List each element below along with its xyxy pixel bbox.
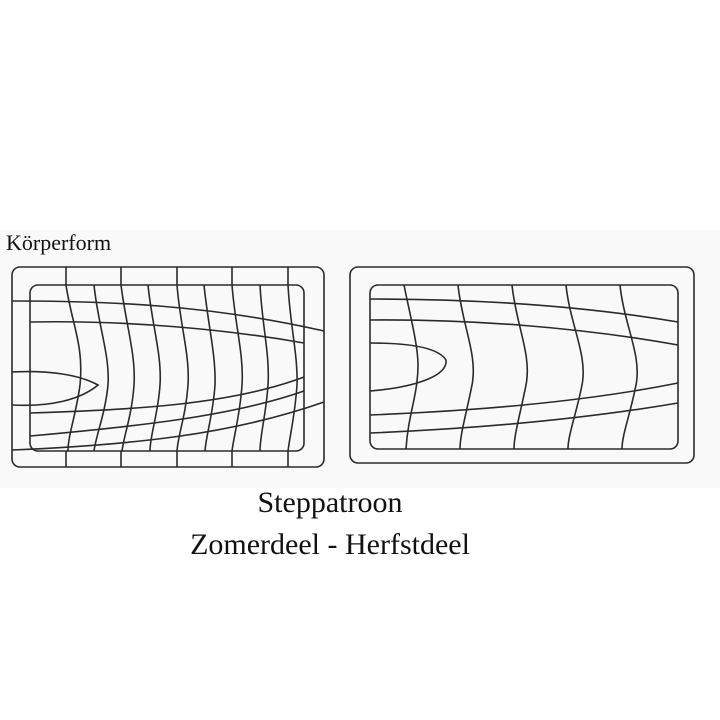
caption-title: Steppatroon xyxy=(257,486,403,519)
figure-label: Körperform xyxy=(6,230,112,255)
quilting-pattern-summer xyxy=(11,266,325,468)
scanned-figure-area xyxy=(0,230,720,488)
caption-subtitle: Zomerdeel - Herfstdeel xyxy=(190,528,470,561)
quilting-pattern-autumn xyxy=(349,266,695,464)
